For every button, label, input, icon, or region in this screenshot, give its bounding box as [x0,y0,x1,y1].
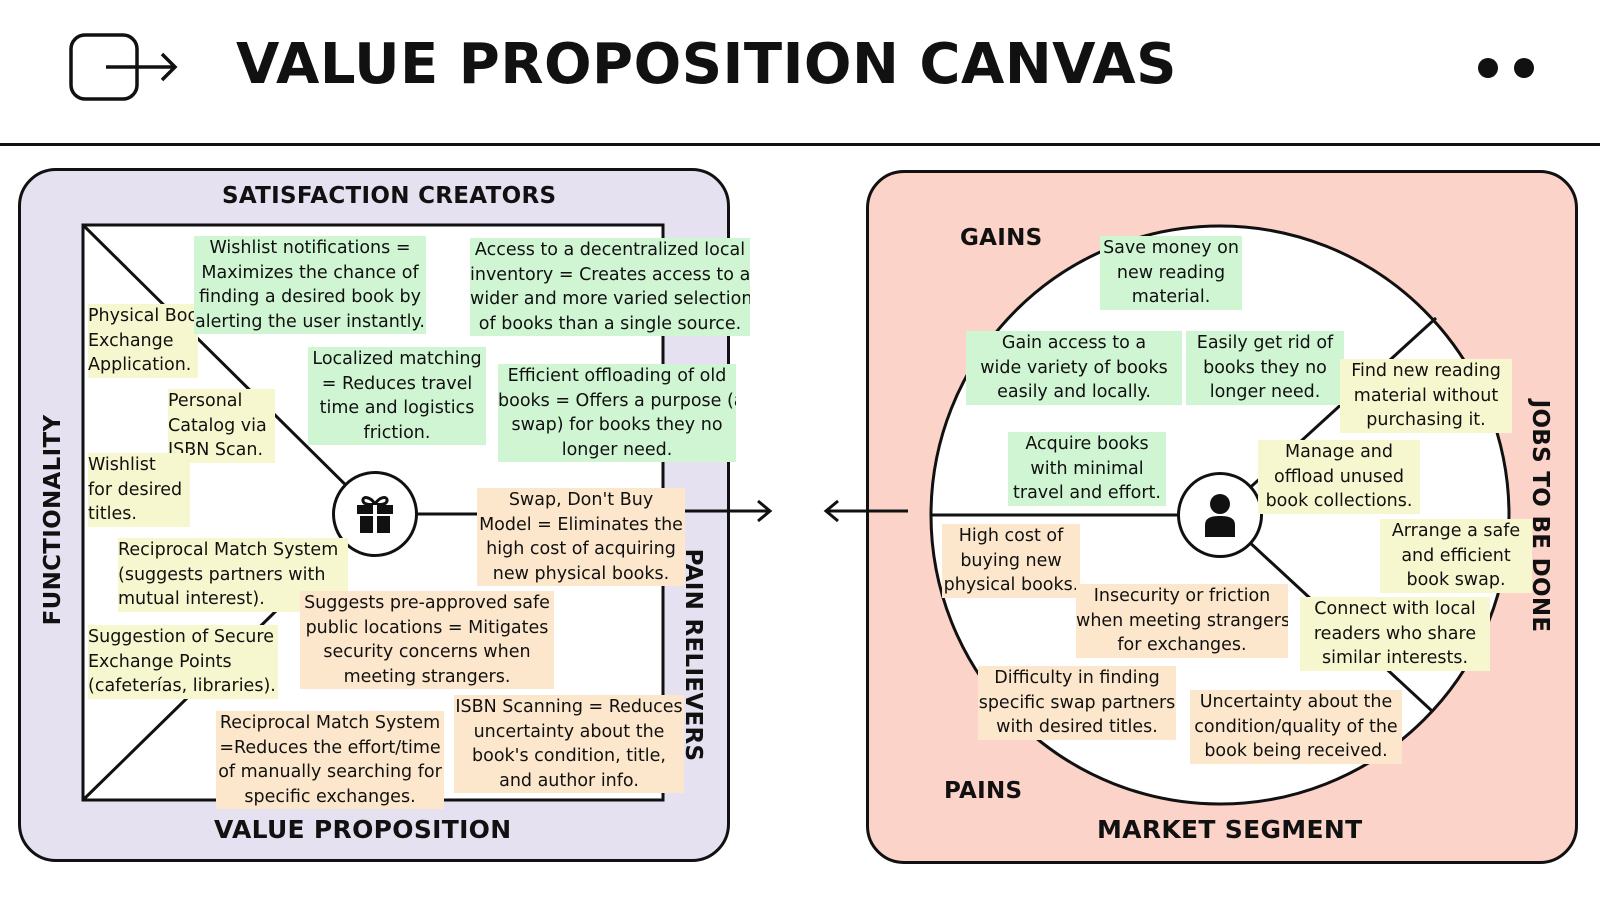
ms-diagonal-up [1218,316,1438,517]
pains-label: PAINS [944,778,1023,804]
jobs-to-be-done-label: JOBS TO BE DONE [1527,399,1553,633]
person-icon [1177,472,1263,558]
satisfaction-creator-note: Wishlist notifications =Maximizes the ch… [194,236,426,334]
vp-arrow-head [757,499,773,523]
logout-arrow-icon[interactable] [68,32,180,108]
two-dots-icon[interactable] [1478,57,1536,85]
pain-reliever-note: Reciprocal Match System=Reduces the effo… [216,711,444,809]
satisfaction-creators-label: SATISFACTION CREATORS [222,183,557,209]
header-divider [0,143,1600,146]
page-title: VALUE PROPOSITION CANVAS [236,32,1177,97]
ms-arrow-head [823,499,839,523]
vp-diagonal-top [81,223,377,516]
functionality-label: FUNCTIONALITY [40,414,66,626]
market-segment-title: MARKET SEGMENT [1097,815,1363,844]
gains-label: GAINS [960,225,1043,251]
value-proposition-title: VALUE PROPOSITION [214,815,512,844]
